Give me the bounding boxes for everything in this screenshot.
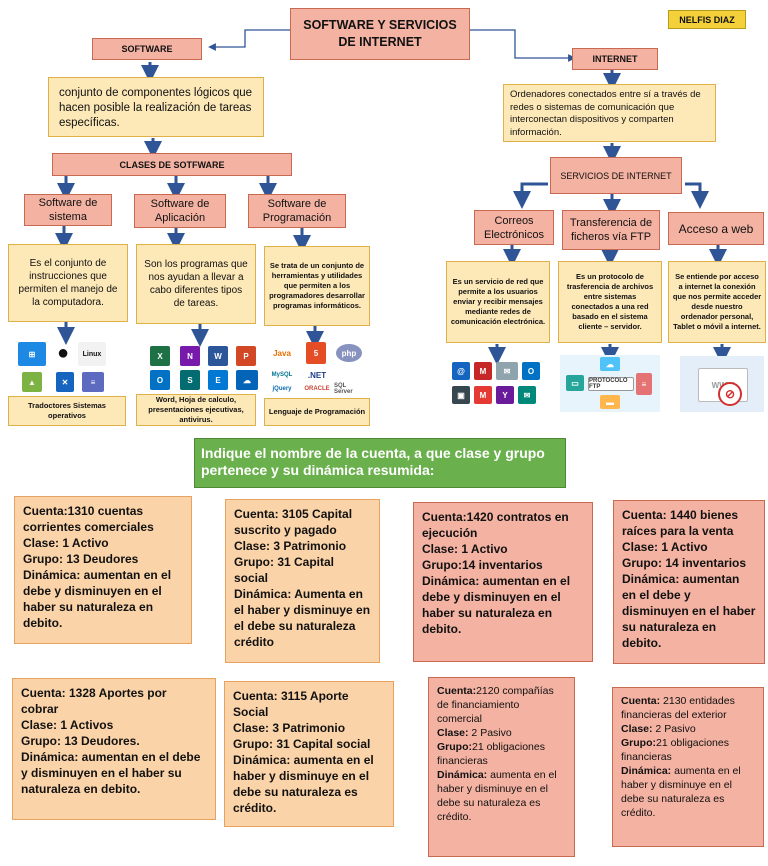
class-aplicacion: Software de Aplicación <box>134 194 226 228</box>
service-ftp: Transferencia de ficheros vía FTP <box>562 210 660 250</box>
author-badge: NELFIS DIAZ <box>668 10 746 29</box>
email-icons: @ M ✉ O ▣ M Y ✉ <box>448 358 552 412</box>
service-correos: Correos Electrónicos <box>474 210 554 245</box>
php-icon: php <box>336 344 362 362</box>
apple-icon: ● <box>56 341 70 364</box>
service-web: Acceso a web <box>668 212 764 245</box>
outlook-mail-icon: O <box>522 362 540 380</box>
folder-icon: ▬ <box>600 395 620 409</box>
onedrive-icon: ☁ <box>236 370 258 390</box>
jquery-icon: jQuery <box>272 386 292 392</box>
linux-icon: Linux <box>78 342 106 366</box>
question-banner: Indique el nombre de la cuenta, a que cl… <box>194 438 566 488</box>
windows-icon: ⊞ <box>18 342 46 366</box>
class-programacion: Software de Programación <box>248 194 346 228</box>
sqlserver-icon: SQL Server <box>334 383 353 395</box>
account-card-2120: Cuenta:2120 compañías de financiamiento … <box>428 677 575 857</box>
word-icon: W <box>208 346 228 366</box>
desc-programacion: Se trata de un conjunto de herramientas … <box>264 246 370 326</box>
web-access-icon: WWW ⊘ <box>680 356 764 412</box>
account-card-2130: Cuenta: 2130 entidades financieras del e… <box>612 687 764 847</box>
exchange-icon: E <box>208 370 228 390</box>
examples-programacion: Lenguaje de Programación <box>264 398 370 426</box>
excel-icon: X <box>150 346 170 366</box>
outlook-icon: O <box>150 370 170 390</box>
java-icon: Java <box>273 348 291 358</box>
defrag-icon: ≡ <box>82 372 104 392</box>
sharepoint-icon: S <box>180 370 200 390</box>
ftp-diagram: ☁ ▭ PROTOCOLO FTP ≡ ▬ <box>560 355 660 412</box>
account-card-1310: Cuenta:1310 cuentas corrientes comercial… <box>14 496 192 644</box>
ftp-protocol-label: PROTOCOLO FTP <box>588 377 634 391</box>
powerpoint-icon: P <box>236 346 256 366</box>
desc-correos: Es un servicio de red que permite a los … <box>446 261 550 343</box>
examples-aplicacion: Word, Hoja de calculo, presentaciones ej… <box>136 394 256 426</box>
internet-label: INTERNET <box>572 48 658 70</box>
lock-mail-icon: ▣ <box>452 386 470 404</box>
gmail-icon: M <box>474 386 492 404</box>
examples-sistema: Tradoctores Sistemas operativos <box>8 396 126 426</box>
oracle-icon: ORACLE <box>304 386 330 392</box>
at-icon: @ <box>452 362 470 380</box>
cloud-icon: ☁ <box>600 357 620 371</box>
internet-definition: Ordenadores conectados entre sí a través… <box>503 84 716 142</box>
server-icon: ≡ <box>636 373 652 395</box>
main-title: SOFTWARE Y SERVICIOS DE INTERNET <box>290 8 470 60</box>
software-definition: conjunto de componentes lógicos que hace… <box>48 77 264 137</box>
desc-aplicacion: Son los programas que nos ayudan a lleva… <box>136 244 256 324</box>
dotnet-icon: .NET <box>307 370 327 380</box>
inbox-icon: ✉ <box>518 386 536 404</box>
html5-icon: 5 <box>306 342 326 364</box>
envelope-icon: ✉ <box>496 362 518 380</box>
android-icon: ▲ <box>22 372 42 392</box>
mail-icon: M <box>474 362 492 380</box>
yahoo-icon: Y <box>496 386 514 404</box>
desc-web: Se entiende por acceso a internet la con… <box>668 261 766 343</box>
account-card-1440: Cuenta: 1440 bienes raíces para la venta… <box>613 500 765 664</box>
software-classes-label: CLASES DE SOTFWARE <box>52 153 292 176</box>
blocked-icon: ⊘ <box>718 382 742 406</box>
monitor-icon: ▭ <box>566 375 584 391</box>
class-sistema: Software de sistema <box>24 194 112 226</box>
desc-sistema: Es el conjunto de instrucciones que perm… <box>8 244 128 322</box>
internet-services-label: SERVICIOS DE INTERNET <box>550 157 682 194</box>
software-label: SOFTWARE <box>92 38 202 60</box>
mysql-icon: MySQL <box>271 372 293 378</box>
desc-ftp: Es un protocolo de trasferencia de archi… <box>558 261 662 343</box>
tools-icon: ✕ <box>56 372 74 392</box>
onenote-icon: N <box>180 346 200 366</box>
